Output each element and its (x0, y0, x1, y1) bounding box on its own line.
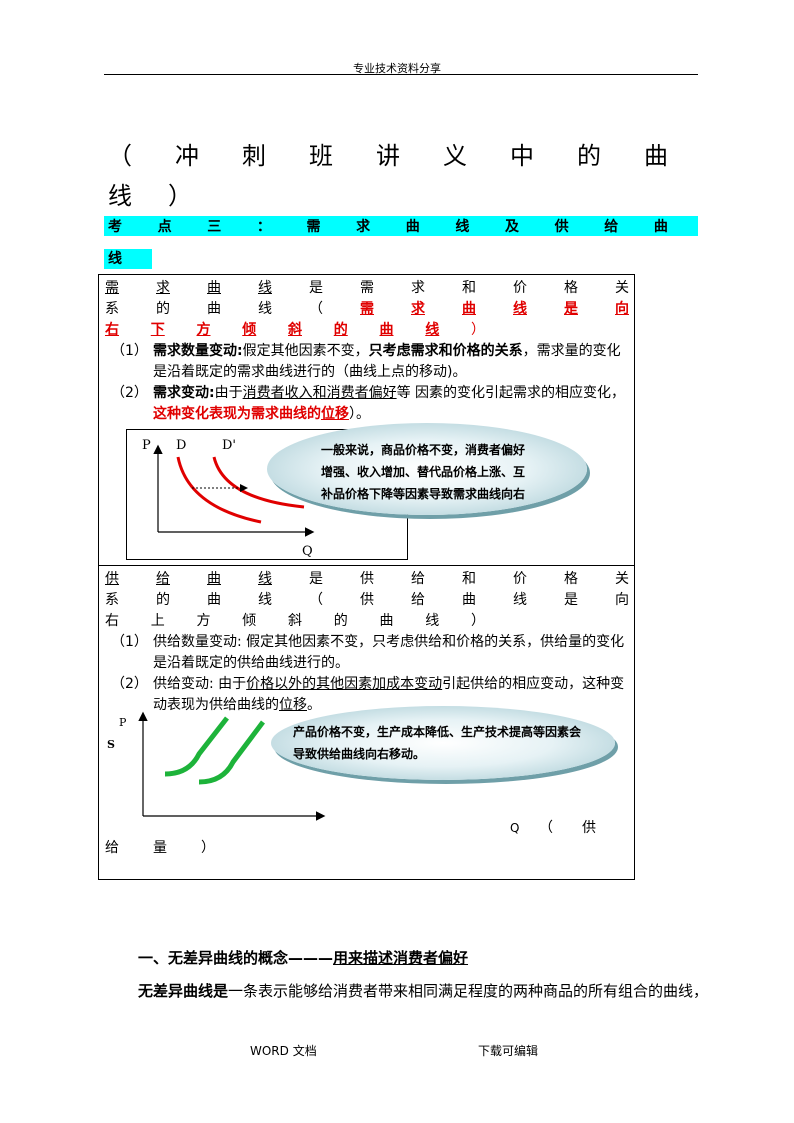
header-rule (104, 74, 698, 75)
demand-item1-text: 需求数量变动:假定其他因素不变，只考虑需求和价格的关系，需求量的变化 (153, 343, 621, 359)
demand-item2-text: 需求变动:由于消费者收入和消费者偏好等 因素的变化引起需求的相应变化， (153, 385, 626, 401)
section-heading-kaodian-cont: 线 (104, 249, 152, 269)
demand-item1-number: （1） (111, 343, 148, 359)
supply-s-label: S (107, 738, 115, 751)
section-heading-kaodian: 考点三：需求曲线及供给曲 (104, 216, 698, 236)
supply-item2-text: 供给变动: 由于价格以外的其他因素加成本变动引起供给的相应变动，这种变 (153, 676, 625, 692)
page-header: 专业技术资料分享 (353, 62, 441, 75)
document-title-line1: （冲刺班讲义中的曲 (108, 142, 668, 170)
document-title-line2: 线） (108, 182, 192, 210)
section-title-indifference: 一、无差异曲线的概念———用来描述消费者偏好 (138, 949, 469, 967)
supply-definition-row2: 系的曲线（供给曲线是向 (105, 592, 629, 608)
supply-item1-text: 供给数量变动: 假定其他因素不变，只考虑供给和价格的关系，供给量的变化 (153, 634, 625, 650)
demand-d-label: D (176, 438, 186, 453)
supply-q-word: 供 (582, 820, 596, 836)
supply-q-tail: 给量） (105, 840, 215, 856)
supply-item2-number: （2） (111, 676, 148, 692)
demand-diagram: P D D' Q (142, 438, 315, 559)
demand-definition-row3: 右下方倾斜的曲线） (105, 322, 485, 338)
supply-q-paren: （ (539, 820, 553, 836)
supply-item1-number: （1） (111, 634, 148, 650)
supply-p-label: P (119, 716, 127, 729)
demand-item2-line2: 这种变化表现为需求曲线的位移）。 (153, 406, 370, 422)
demand-q-label: Q (302, 544, 313, 559)
supply-definition-row1: 供给曲线是供给和价格关 (105, 571, 629, 587)
footer-right: 下载可编辑 (478, 1044, 539, 1058)
supply-note-bubble (271, 706, 615, 780)
supply-item2-line2: 动表现为供给曲线的位移。 (153, 697, 321, 713)
supply-note-text: 产品价格不变，生产成本降低、生产技术提高等因素会导致供给曲线向右移动。 (293, 725, 582, 761)
supply-curve-s (164, 716, 229, 777)
supply-box-divider (99, 565, 634, 566)
supply-item1-line2: 是沿着既定的供给曲线进行的。 (153, 655, 349, 671)
demand-note-bubble (267, 423, 587, 515)
demand-curve-box: 需求曲线是需求和价格关 系的曲线（需求曲线是向 右下方倾斜的曲线） （1） 需求… (98, 274, 635, 566)
supply-diagram: P S (107, 711, 326, 821)
demand-d-prime-label: D' (222, 438, 236, 453)
demand-definition-row2: 系的曲线（需求曲线是向 (105, 301, 629, 317)
demand-item1-line2: 是沿着既定的需求曲线进行的（曲线上点的移动)。 (153, 364, 467, 380)
demand-p-label: P (142, 438, 151, 453)
demand-definition-row1: 需求曲线是需求和价格关 (105, 280, 629, 296)
demand-item2-number: （2） (111, 385, 148, 401)
footer-left: WORD 文档 (250, 1044, 317, 1058)
supply-q-label: Q (510, 821, 520, 835)
supply-curve-s-prime (198, 720, 265, 785)
demand-note-text: 一般来说，商品价格不变，消费者偏好增强、收入增加、替代品价格上涨、互补品价格下降… (321, 443, 526, 501)
demand-curve-d (176, 456, 262, 524)
supply-definition-row3: 右上方倾斜的曲线） (105, 613, 485, 629)
supply-curve-box: 供给曲线是供给和价格关 系的曲线（供给曲线是向 右上方倾斜的曲线） （1） 供给… (98, 565, 635, 880)
indifference-definition: 无差异曲线是一条表示能够给消费者带来相同满足程度的两种商品的所有组合的曲线， (138, 982, 709, 1000)
